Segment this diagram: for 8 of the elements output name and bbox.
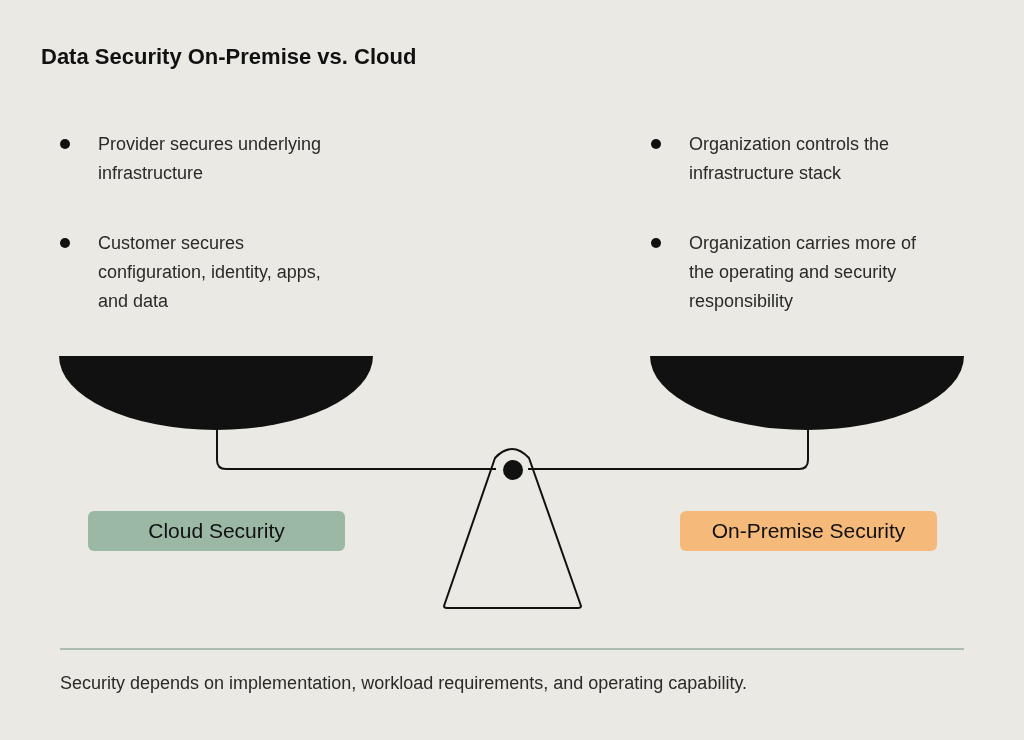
- bullet-text: Customer secures configuration, identity, apps, and data: [98, 232, 322, 313]
- bullet-text: Organization controls the infrastructure stack: [689, 133, 891, 185]
- category-label: Cloud Security: [88, 511, 345, 551]
- category-label: On-Premise Security: [680, 511, 937, 551]
- bullet-text: Organization carries more of the operating and security responsibility: [689, 232, 918, 313]
- bullet-text: Provider secures underlying infrastructure: [98, 133, 323, 185]
- caption: Security depends on implementation, workload requirements, and operating capability.: [60, 673, 748, 694]
- diagram-title: Data Security On-Premise vs. Cloud: [41, 44, 417, 70]
